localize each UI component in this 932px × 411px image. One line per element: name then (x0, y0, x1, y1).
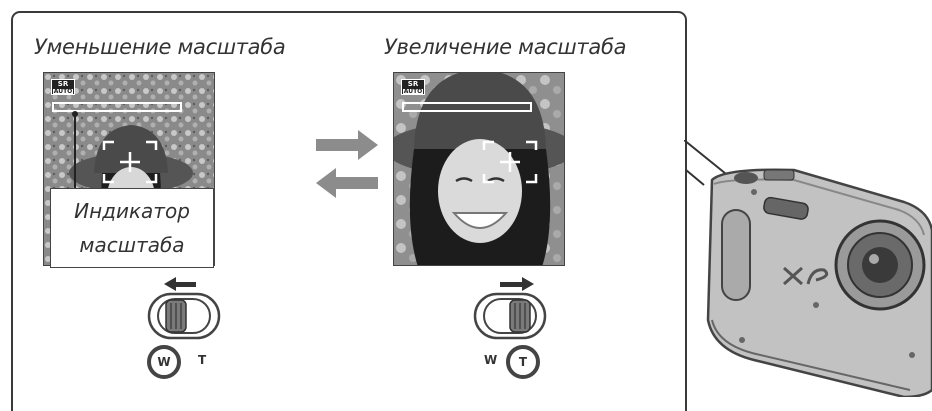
zoom-indicator-label: Индикатор масштаба (50, 188, 214, 268)
focus-frame-icon (102, 140, 158, 184)
indicator-leader-line (72, 111, 78, 192)
zoom-out-caption: Уменьшение масштаба (34, 35, 286, 59)
tele-letter: T (198, 353, 207, 367)
arrow-right-icon (316, 130, 378, 160)
zoom-switch-icon (473, 277, 547, 340)
scene-mode-badge: SR AUTO (51, 79, 75, 95)
figure-frame (11, 11, 687, 411)
wide-button-highlight: W (147, 345, 181, 379)
focus-frame-icon (482, 140, 538, 184)
zoom-switch-icon (147, 277, 221, 340)
zoom-indicator-bar (402, 102, 532, 112)
zoom-in-photo: SR AUTO (393, 72, 565, 266)
zoom-indicator-label-line2: масштаба (79, 233, 185, 257)
zoom-indicator-label-line1: Индикатор (74, 199, 190, 223)
wide-letter: W (484, 353, 498, 367)
zoom-in-caption: Увеличение масштаба (384, 35, 627, 59)
zoom-indicator-bar (52, 102, 182, 112)
tele-button-highlight: T (506, 345, 540, 379)
scene-mode-badge: SR AUTO (401, 79, 425, 95)
camera-illustration (684, 140, 932, 397)
arrow-left-icon (316, 168, 378, 198)
direction-arrows (316, 130, 378, 198)
